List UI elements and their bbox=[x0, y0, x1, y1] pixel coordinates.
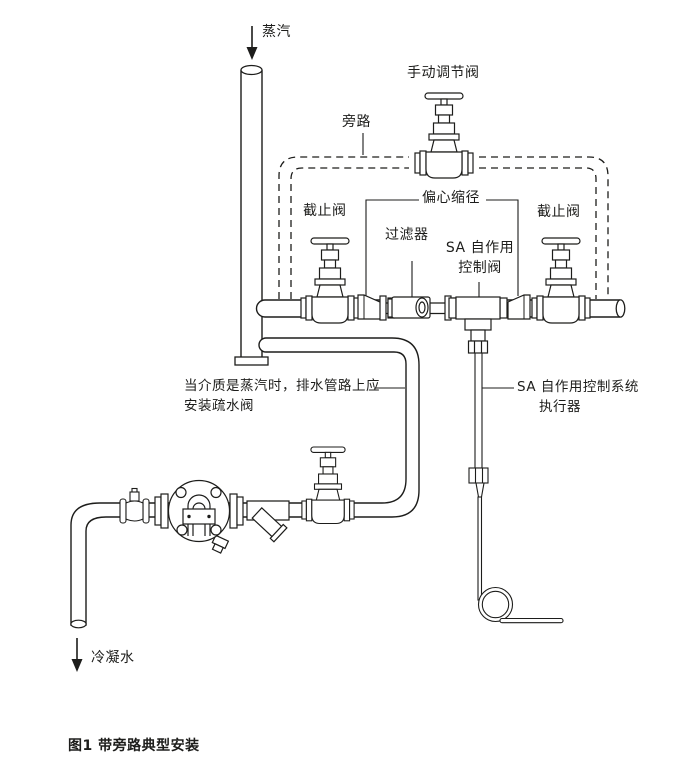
manual-regulating-valve bbox=[414, 92, 474, 179]
stop-valve-right-label: 截止阀 bbox=[537, 204, 581, 220]
stop-valve-left bbox=[300, 237, 360, 324]
bypass-label: 旁路 bbox=[342, 114, 371, 130]
figure-caption: 图1 带旁路典型安装 bbox=[68, 738, 200, 754]
steam-label: 蒸汽 bbox=[262, 24, 291, 40]
actuator-capillary bbox=[468, 351, 564, 624]
blind-flange bbox=[234, 356, 269, 366]
eccentric-reducer-right bbox=[507, 294, 531, 320]
steam-trap bbox=[154, 479, 244, 554]
trap-drain-plug bbox=[211, 534, 230, 554]
eccentric-reducer-label: 偏心缩径 bbox=[422, 190, 480, 206]
sa-valve-label: SA 自作用 控制阀 bbox=[440, 238, 520, 278]
sa-control-valve bbox=[448, 296, 508, 354]
stop-valve-right bbox=[531, 237, 591, 324]
condensate-flow-arrow-icon bbox=[71, 638, 83, 672]
strainer-label: 过滤器 bbox=[385, 227, 429, 243]
sensor-bulb-tail bbox=[499, 617, 564, 624]
stop-valve-left-label: 截止阀 bbox=[303, 203, 347, 219]
actuator-label: SA 自作用控制系统 执行器 bbox=[517, 377, 639, 417]
manual-valve-label: 手动调节阀 bbox=[407, 65, 480, 81]
actuator-label-line1: SA 自作用控制系统 bbox=[517, 379, 639, 395]
check-valve bbox=[119, 487, 150, 524]
drain-note-line1: 当介质是蒸汽时，排水管路上应 bbox=[184, 378, 380, 394]
drain-note-line2: 安装疏水阀 bbox=[184, 398, 254, 414]
leader-lines bbox=[362, 133, 519, 389]
pipe-open-end bbox=[70, 619, 87, 629]
y-strainer bbox=[246, 500, 290, 543]
steam-flow-arrow-icon bbox=[246, 26, 258, 60]
sa-valve-label-line2: 控制阀 bbox=[458, 260, 502, 276]
condensate-drain-pipe bbox=[70, 337, 420, 629]
condensate-label: 冷凝水 bbox=[91, 650, 135, 666]
sa-valve-label-line1: SA 自作用 bbox=[445, 240, 515, 256]
pipe-open-end bbox=[615, 299, 626, 318]
eccentric-reducer-bracket bbox=[365, 199, 519, 296]
bypass-dashed-pipe bbox=[278, 156, 609, 299]
steam-inlet-pipe bbox=[240, 64, 263, 357]
drain-note-label: 当介质是蒸汽时，排水管路上应 安装疏水阀 bbox=[184, 376, 380, 416]
actuator-label-line2: 执行器 bbox=[539, 399, 581, 415]
strainer-fitting bbox=[387, 296, 431, 319]
drain-globe-valve bbox=[301, 446, 355, 525]
